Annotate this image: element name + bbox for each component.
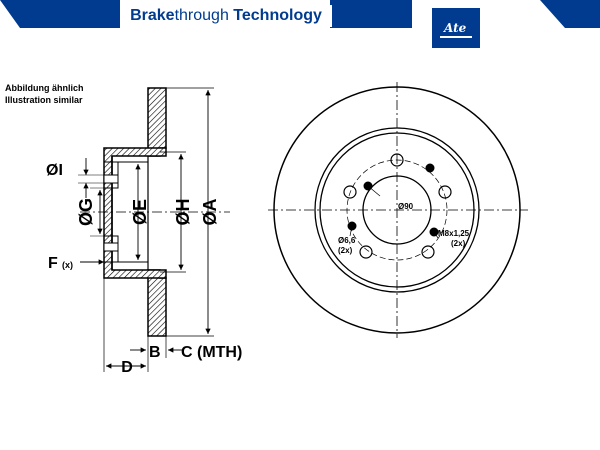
- label-hole: Ø6,6: [338, 236, 356, 245]
- label-A: ØA: [200, 198, 220, 225]
- label-I: ØI: [46, 162, 63, 179]
- stud-hole-2: [438, 185, 452, 199]
- header-banner: [0, 0, 600, 28]
- stud-hole-1: [390, 153, 404, 167]
- stud-hole: [103, 174, 119, 184]
- note-english: Illustration similar: [5, 95, 83, 105]
- stud-hole-3: [421, 245, 435, 259]
- label-G: ØG: [76, 198, 96, 226]
- label-thread-count: (2x): [451, 239, 466, 248]
- stud-hole-5: [343, 185, 357, 199]
- label-E: ØE: [130, 199, 150, 225]
- label-F: F: [48, 255, 58, 272]
- note-german: Abbildung ähnlich: [5, 83, 84, 93]
- thread-hole-1: [425, 163, 435, 173]
- brand-tagline: Brakethrough Technology: [120, 5, 332, 27]
- stud-hole-4: [359, 245, 373, 259]
- logo-text: Ate: [444, 21, 467, 35]
- logo-underline: [440, 36, 472, 38]
- friction-ring-section-lower: [147, 269, 167, 337]
- front-view: [268, 82, 528, 338]
- label-center-bore: Ø90: [398, 202, 414, 211]
- label-C: C (MTH): [181, 344, 242, 361]
- tagline-light: through: [174, 7, 229, 24]
- label-D: D: [121, 359, 133, 376]
- label-F-sub: (x): [62, 260, 73, 270]
- label-B: B: [149, 344, 161, 361]
- tagline-rest: Technology: [228, 7, 322, 24]
- label-hole-count: (2x): [338, 246, 353, 255]
- brand-logo: Ate: [432, 8, 480, 48]
- section-view: [78, 87, 230, 372]
- friction-ring-section: [147, 87, 167, 157]
- tagline-bold: Brake: [130, 7, 175, 24]
- label-H: ØH: [173, 199, 193, 226]
- label-thread: M8x1,25: [438, 229, 470, 238]
